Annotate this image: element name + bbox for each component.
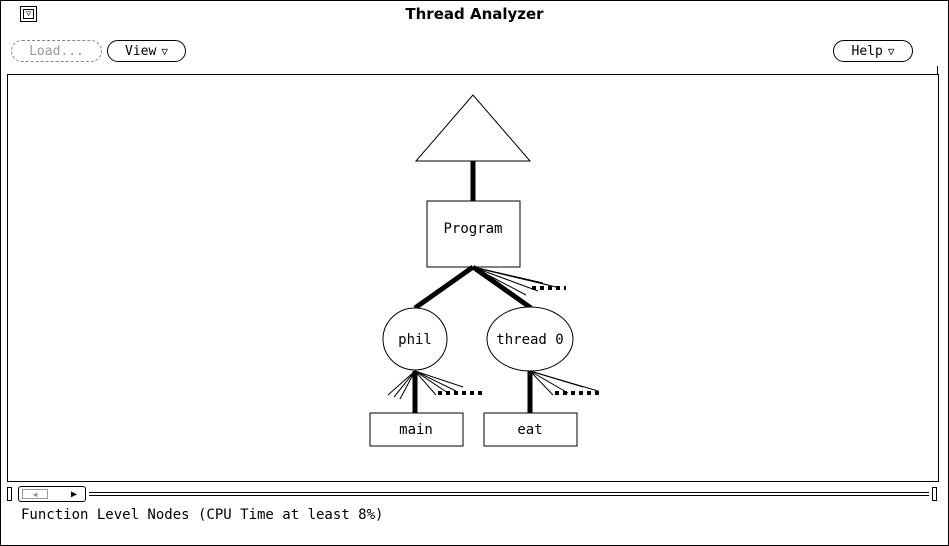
phil-node[interactable] xyxy=(382,307,448,371)
horizontal-scrollbar[interactable]: ◀ ▶ xyxy=(7,485,941,503)
program-minor-edges xyxy=(472,266,566,296)
help-button-label: Help xyxy=(851,43,883,59)
triangle-down-icon: ▽ xyxy=(887,44,895,58)
help-menu-button[interactable]: Help ▽ xyxy=(833,40,913,62)
scrollbar-cable[interactable] xyxy=(89,492,929,496)
window-menu-button[interactable]: ▽ xyxy=(20,6,37,22)
scrollbar-left-cable-anchor[interactable] xyxy=(7,487,12,501)
triangle-down-icon: ▽ xyxy=(23,9,34,19)
phil-node-label: phil xyxy=(398,332,432,348)
status-text: Function Level Nodes (CPU Time at least … xyxy=(21,507,384,523)
view-button-label: View xyxy=(125,43,157,59)
program-node-label: Program xyxy=(443,221,502,237)
thread0-node-label: thread 0 xyxy=(496,332,563,348)
scrollbar-elevator[interactable]: ◀ ▶ xyxy=(18,486,86,502)
main-node[interactable] xyxy=(369,412,464,447)
eat-node[interactable] xyxy=(483,412,578,447)
root-triangle-node[interactable] xyxy=(414,94,532,162)
scrollbar-right-cable-anchor[interactable] xyxy=(932,487,937,501)
eat-node-label: eat xyxy=(517,422,542,438)
left-arrow-icon[interactable]: ◀ xyxy=(22,489,48,499)
right-arrow-icon[interactable]: ▶ xyxy=(70,488,78,500)
load-button[interactable]: Load... xyxy=(11,40,102,62)
window-title: Thread Analyzer xyxy=(405,5,544,23)
main-node-label: main xyxy=(399,422,433,438)
call-graph: Program phil thread 0 xyxy=(369,94,600,447)
triangle-down-icon: ▽ xyxy=(161,44,168,58)
graph-canvas[interactable]: Program phil thread 0 xyxy=(7,74,939,482)
edge-program-phil xyxy=(413,264,475,311)
load-button-label: Load... xyxy=(29,43,84,59)
title-bar: ▽ Thread Analyzer xyxy=(0,0,949,32)
thread0-minor-edges xyxy=(529,370,600,396)
view-menu-button[interactable]: View ▽ xyxy=(107,40,186,62)
program-node[interactable] xyxy=(426,200,521,268)
phil-minor-edges xyxy=(387,370,486,400)
edge-program-thread0 xyxy=(471,264,533,311)
